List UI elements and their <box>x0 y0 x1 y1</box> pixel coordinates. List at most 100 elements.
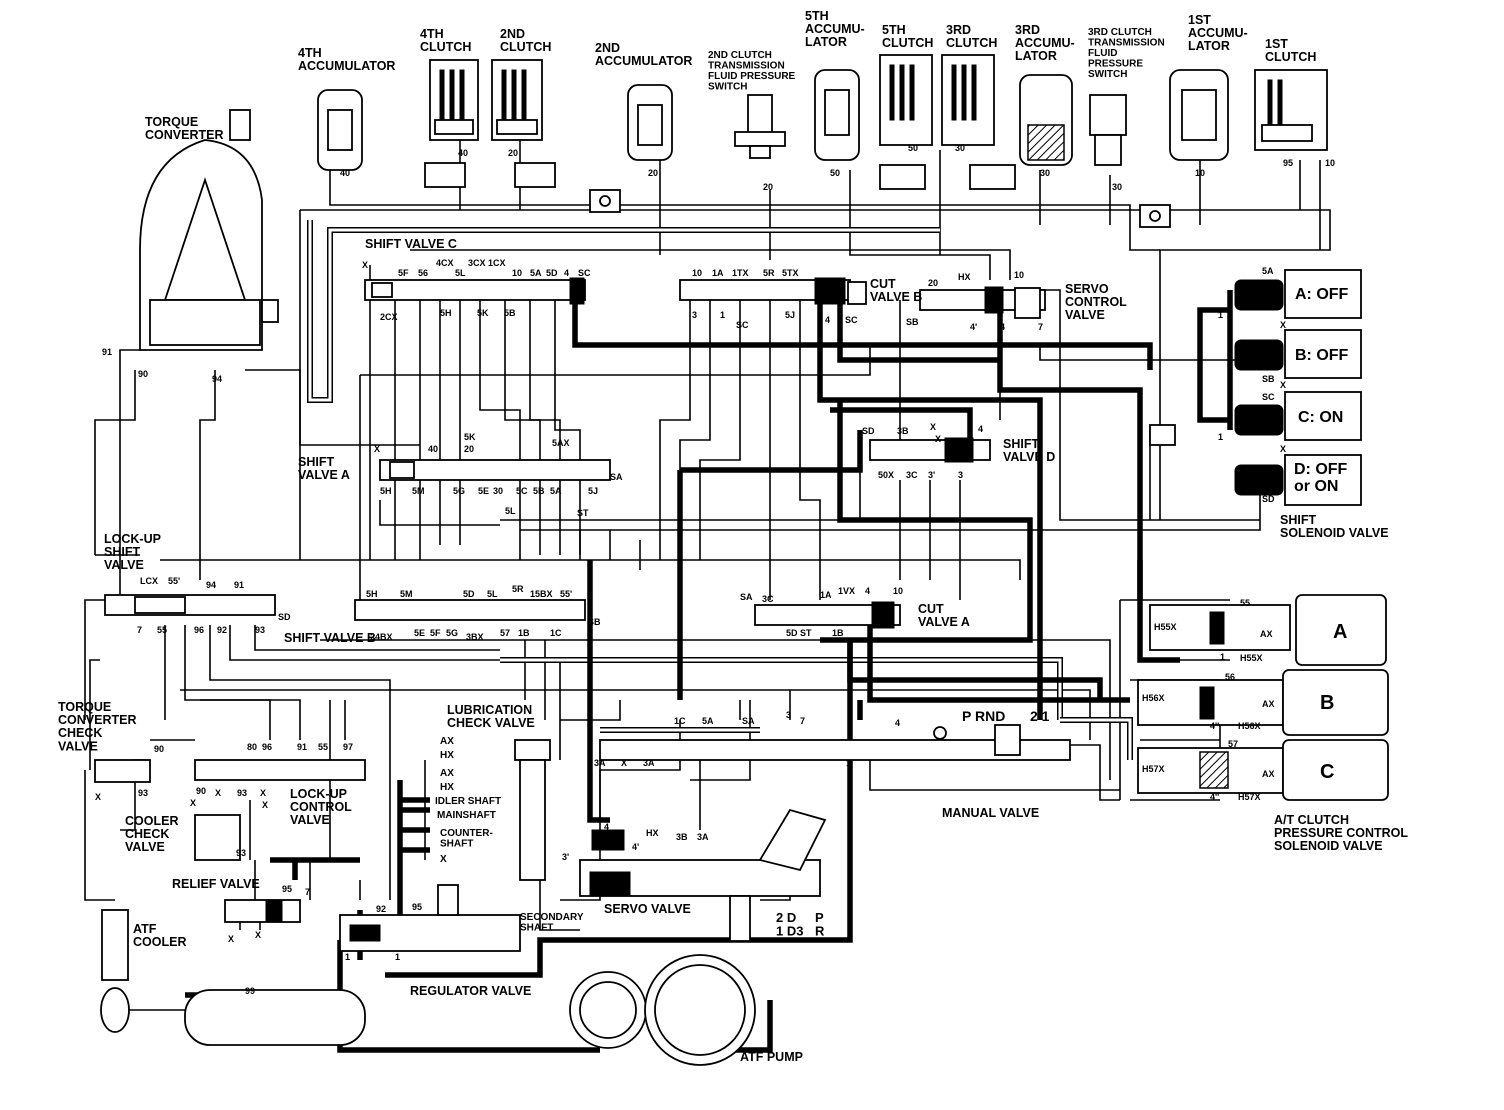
port-labels: 40 40 20 20 20 50 50 30 30 30 10 95 10 X… <box>95 143 1335 996</box>
port-label: 94 <box>212 374 222 384</box>
pcs-b-label: B <box>1320 692 1334 714</box>
port-label: SB <box>1262 374 1275 384</box>
port-label: 97 <box>343 742 353 752</box>
port-label: 93 <box>236 848 246 858</box>
port-label: 3 <box>692 310 697 320</box>
port-label: 91 <box>297 742 307 752</box>
port-label: X <box>228 934 234 944</box>
pcs-c-label: C <box>1320 761 1334 783</box>
port-label: 1 <box>1218 432 1223 442</box>
port-label: X <box>621 758 627 768</box>
port-label: SB <box>906 317 919 327</box>
atf-pump <box>569 954 756 1066</box>
port-label: X <box>1280 320 1286 330</box>
port-label: 5G <box>453 486 465 496</box>
port-label: 56 <box>1225 672 1235 682</box>
port-label: SD <box>278 612 291 622</box>
port-label: 90 <box>138 369 148 379</box>
port-label: 40 <box>428 444 438 454</box>
port-label: 5A <box>530 268 542 278</box>
manual-suffix: 2 1 <box>1030 708 1050 724</box>
port-label: ST <box>577 508 589 518</box>
port-label: 7 <box>305 887 310 897</box>
port-label: SA <box>742 716 755 726</box>
port-label: ST <box>800 628 812 638</box>
port-label: 1TX <box>732 268 749 278</box>
port-label: H55X <box>1154 622 1177 632</box>
port-label: 1A <box>712 268 724 278</box>
port-label: 5A <box>702 716 714 726</box>
port-label: 20 <box>464 444 474 454</box>
lubrication-outlet-labels: AX HX AX HX IDLER SHAFT MAINSHAFT COUNTE… <box>435 736 501 865</box>
lubrication-check-valve-body <box>514 739 551 881</box>
port-label: H57X <box>1238 792 1261 802</box>
port-label: 10 <box>512 268 522 278</box>
port-label: 10 <box>692 268 702 278</box>
port-label: H55X <box>1240 653 1263 663</box>
port-label: 5A <box>1262 266 1274 276</box>
lube-outlet-mainshaft: MAINSHAFT <box>437 810 496 821</box>
port-label: H56X <box>1238 721 1261 731</box>
port-label: 3 <box>786 710 791 720</box>
port-label: 90 <box>196 786 206 796</box>
port-label: 3A <box>594 758 606 768</box>
torque-converter <box>139 109 279 351</box>
port-label: 7 <box>137 625 142 635</box>
port-label: 93 <box>138 788 148 798</box>
port-label: 91 <box>234 580 244 590</box>
port-label: 30 <box>493 486 503 496</box>
lube-outlet-hx-1: HX <box>440 750 454 761</box>
solenoid-a-state: A: OFF <box>1295 286 1349 303</box>
port-label: 4 <box>895 718 900 728</box>
port-label: 1B <box>518 628 530 638</box>
port-label: 3' <box>928 470 935 480</box>
port-label: X <box>374 444 380 454</box>
thick-fluid-lines <box>185 290 1233 1053</box>
port-label: 5A <box>550 486 562 496</box>
pcs-a-label: A <box>1333 621 1347 643</box>
port-label: X <box>362 260 368 270</box>
port-label: X <box>1280 444 1286 454</box>
port-label: 1 <box>395 952 400 962</box>
port-label: 1VX <box>838 586 855 596</box>
cut-valve-b-body <box>679 277 867 305</box>
cooler-check-valve-body <box>194 814 241 861</box>
port-label: 5TX <box>782 268 799 278</box>
regulator-valve-body <box>339 884 521 952</box>
port-label: 40 <box>458 148 468 158</box>
label-shift-valve-c: SHIFT VALVE C <box>365 237 457 251</box>
port-label: 95 <box>412 902 422 912</box>
port-label: 3CX <box>468 258 486 268</box>
port-label: 5D <box>546 268 558 278</box>
port-label: 96 <box>262 742 272 752</box>
port-label: 5F <box>430 628 441 638</box>
port-label: X <box>255 930 261 940</box>
port-label: 1A <box>820 590 832 600</box>
port-label: 30 <box>955 143 965 153</box>
port-label: 15BX <box>530 589 553 599</box>
accumulator-2nd <box>627 84 673 161</box>
check-valves-upper <box>424 162 1176 446</box>
port-label: 5M <box>412 486 425 496</box>
port-label: 55 <box>1240 598 1250 608</box>
label-regulator-valve: REGULATOR VALVE <box>410 984 531 998</box>
port-label: 93 <box>255 625 265 635</box>
port-label: 57 <box>1228 739 1238 749</box>
torque-converter-check-valve-body <box>94 759 151 783</box>
port-label: SC <box>578 268 591 278</box>
port-label: AX <box>1260 629 1273 639</box>
port-label: 95 <box>282 884 292 894</box>
port-label: 50 <box>830 168 840 178</box>
solenoid-b-state: B: OFF <box>1295 347 1349 364</box>
port-label: 5G <box>446 628 458 638</box>
port-label: 2CX <box>380 312 398 322</box>
